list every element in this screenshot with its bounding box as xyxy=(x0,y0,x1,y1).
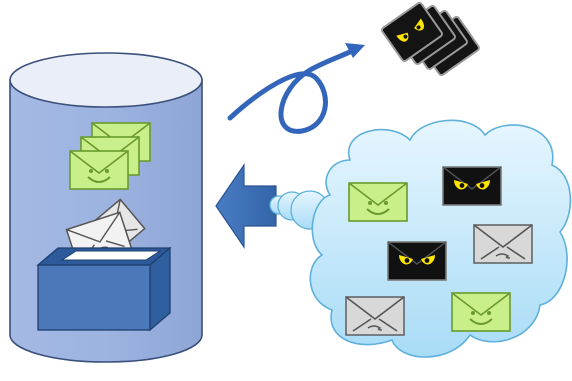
discard-arrow xyxy=(227,43,365,134)
inbox-box xyxy=(36,246,172,332)
inbox-box-front xyxy=(37,264,151,331)
good-mail-icon xyxy=(69,150,129,190)
cloud-mail-evil-2 xyxy=(387,241,447,281)
cloud-mail-happy-2 xyxy=(451,292,511,332)
spam-mail-stack xyxy=(379,0,482,78)
database-top xyxy=(9,52,203,108)
cloud-mail-neutral-1 xyxy=(473,224,533,264)
inbox-box-slot xyxy=(60,250,162,261)
cloud-mail-neutral-2 xyxy=(345,296,405,336)
cloud-mail-happy-1 xyxy=(348,182,408,222)
cloud-mail-evil-1 xyxy=(442,166,502,206)
filter-arrow xyxy=(215,163,277,249)
